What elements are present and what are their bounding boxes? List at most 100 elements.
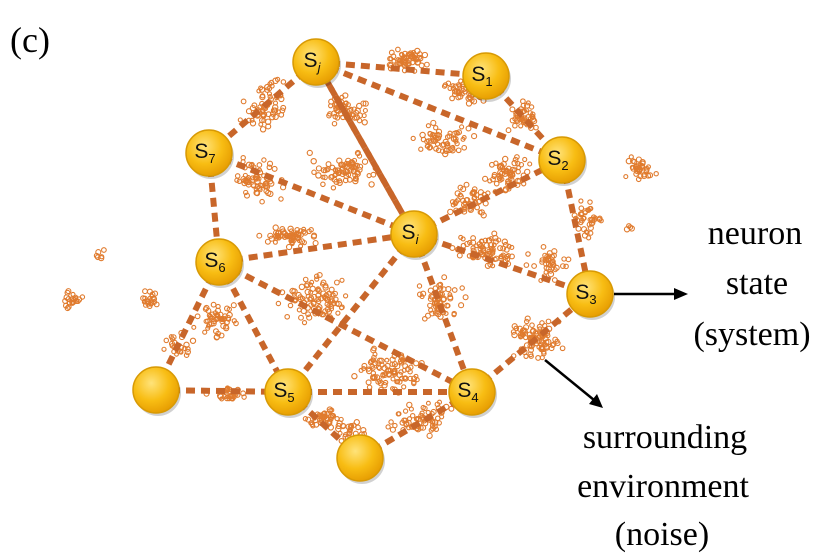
noise-dot	[205, 323, 212, 329]
noise-dot	[427, 131, 434, 137]
noise-dot	[66, 300, 73, 306]
noise-dot	[298, 314, 304, 321]
noise-dot	[336, 179, 343, 187]
noise-dot	[448, 405, 455, 412]
noise-dot	[519, 117, 526, 123]
noise-dot	[474, 204, 481, 211]
noise-dot	[94, 254, 101, 261]
noise-dot	[400, 357, 406, 363]
noise-dot	[539, 344, 545, 350]
neuron-state-annotation: neuron state (system)	[614, 215, 811, 353]
noise-dot	[224, 305, 230, 312]
noise-dot	[543, 339, 550, 345]
noise-dot	[256, 162, 263, 168]
noise-dot	[231, 318, 237, 324]
noise-dot	[411, 379, 417, 385]
noise-dot	[295, 291, 302, 299]
noise-dot	[360, 100, 367, 107]
noise-dot	[452, 136, 459, 142]
noise-dot	[385, 424, 391, 430]
noise-dot	[413, 360, 420, 367]
noise-dot	[421, 315, 428, 322]
neuron-state-label-line2: state	[726, 265, 788, 302]
noise-dot	[234, 177, 240, 183]
edge-s6-s4	[217, 259, 474, 395]
noise-dot	[500, 245, 507, 252]
noise-dot	[296, 307, 302, 313]
edge-s6-u1	[153, 260, 222, 392]
noise-dot	[260, 111, 268, 118]
noise-dot	[163, 337, 170, 344]
noise-dot	[372, 360, 378, 367]
noise-dot	[470, 245, 476, 251]
noise-dot	[384, 357, 390, 363]
noise-dot	[426, 432, 433, 439]
noise-dot	[339, 304, 345, 311]
noise-dot	[323, 295, 329, 302]
noise-dot	[511, 159, 518, 167]
noise-dot	[335, 300, 342, 308]
noise-dot	[459, 124, 465, 130]
noise-dot	[455, 94, 462, 101]
noise-dot	[301, 239, 307, 246]
noise-dot	[401, 384, 407, 390]
noise-dot	[416, 283, 423, 289]
noise-dot	[549, 342, 556, 349]
noise-dot	[302, 416, 309, 422]
noise-dot	[420, 404, 426, 411]
noise-dot	[342, 177, 349, 184]
noise-dot	[351, 373, 358, 380]
noise-dot	[320, 167, 328, 174]
noise-dot	[425, 123, 431, 129]
noise-dot	[333, 279, 340, 286]
noise-dot	[384, 362, 391, 369]
noise-dot	[402, 363, 409, 370]
noise-dot	[65, 303, 72, 310]
noise-dot	[523, 262, 530, 268]
noise-dot	[284, 232, 290, 239]
noise-dot	[275, 300, 282, 307]
noise-dot	[287, 225, 294, 233]
noise-dot	[587, 206, 593, 212]
noise-dot	[453, 138, 459, 144]
noise-dot	[339, 277, 345, 283]
noise-dot	[434, 401, 441, 408]
noise-dot	[316, 271, 323, 279]
noise-dot	[380, 372, 386, 378]
noise-dot	[334, 108, 341, 114]
noise-dot	[249, 104, 257, 112]
noise-dot	[482, 237, 489, 244]
noise-dot	[435, 310, 442, 318]
noise-dot	[451, 287, 458, 293]
noise-dot	[311, 232, 318, 239]
noise-dot	[506, 243, 512, 249]
node-circle	[185, 129, 233, 177]
noise-dot	[411, 375, 418, 382]
noise-dot	[315, 165, 322, 172]
noise-dot	[365, 379, 372, 386]
noise-dot	[407, 375, 413, 382]
noise-dot	[69, 296, 75, 302]
noise-dot	[334, 415, 340, 422]
noise-dot	[497, 245, 504, 252]
node-circle	[195, 238, 243, 286]
noise-dot	[455, 88, 462, 94]
noise-dot	[345, 157, 352, 164]
noise-dot	[403, 421, 410, 428]
noise-dot	[529, 328, 537, 335]
noise-dot	[335, 310, 341, 316]
noise-dot	[339, 94, 345, 100]
noise-dot	[259, 182, 265, 189]
noise-dot	[98, 254, 105, 262]
noise-dot	[541, 350, 547, 357]
noise-dot	[447, 208, 454, 216]
noise-dot	[436, 282, 443, 289]
noise-dot	[414, 415, 420, 422]
noise-dot	[391, 58, 397, 64]
noise-dot	[451, 311, 457, 318]
noise-dot	[523, 335, 529, 341]
noise-dot	[337, 430, 343, 436]
noise-dot	[333, 178, 340, 185]
noise-dot	[316, 298, 322, 305]
